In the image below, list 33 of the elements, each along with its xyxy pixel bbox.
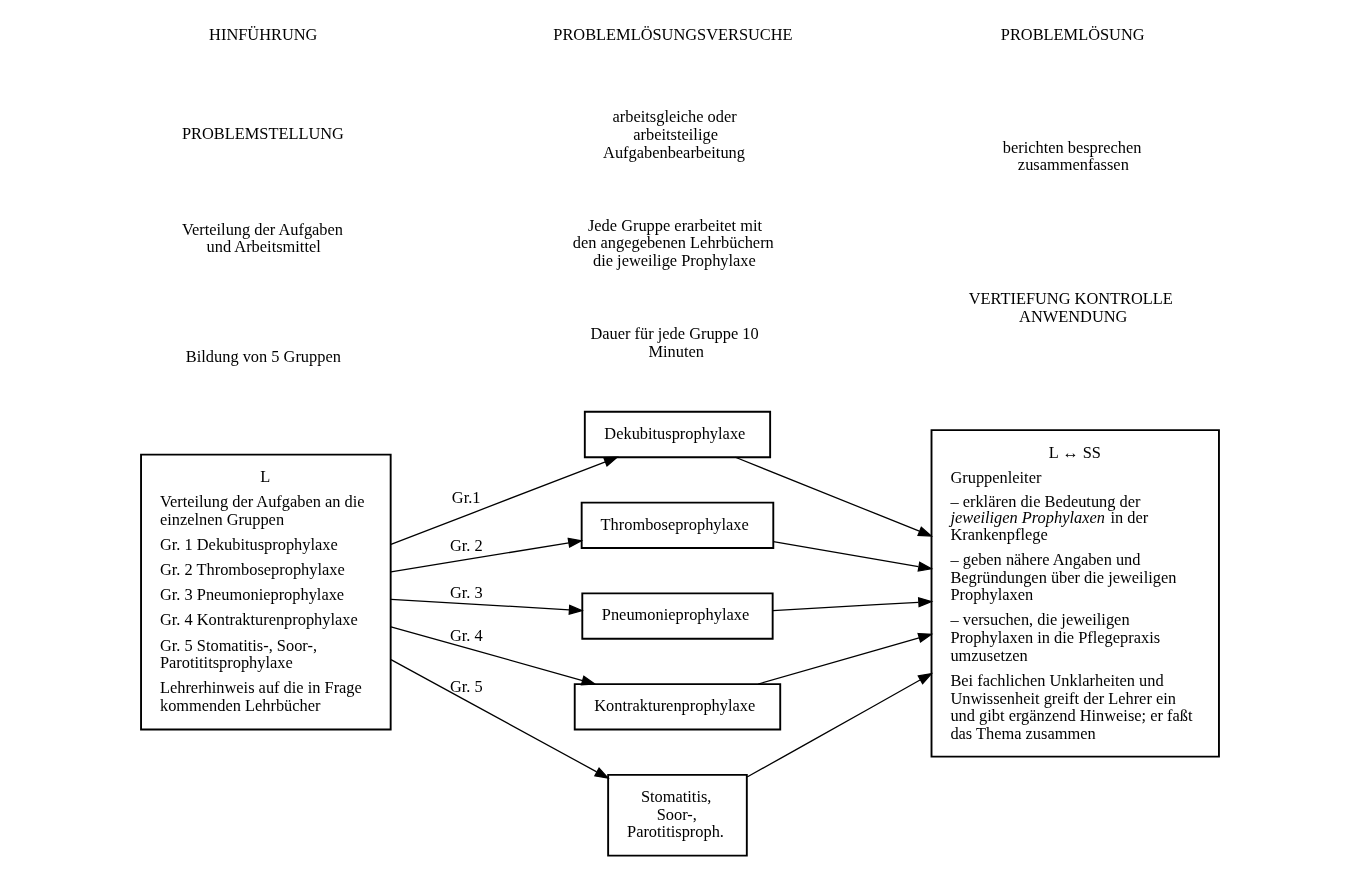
arrow: [772, 540, 934, 572]
arrow: [390, 659, 610, 779]
label: Dauer für jede Gruppe 10 Minuten: [590, 324, 759, 361]
node-box: Dekubitusprophylaxe: [583, 410, 772, 459]
label: HINFÜHRUNG: [209, 25, 318, 45]
arrow: [757, 632, 934, 685]
label: Verteilung der Aufgaben und Arbeitsmittel: [182, 219, 343, 257]
label: berichten besprechen zusammenfassen: [1002, 137, 1142, 175]
label: arbeitsgleiche oder arbeitsteilige Aufgabenbearbeitung: [603, 107, 745, 162]
label: VERTIEFUNG KONTROLLE ANWENDUNG: [968, 288, 1173, 326]
edge-label: Gr. 3: [449, 582, 483, 602]
arrow: [734, 456, 934, 537]
arrow: [390, 456, 619, 545]
arrow: [746, 672, 934, 778]
arrow: [772, 597, 934, 612]
node-box: Kontrakturenprophylaxe: [573, 683, 782, 731]
arrow: [390, 626, 597, 686]
node-box: Stomatitis, Soor-, Parotitisproph.: [607, 773, 748, 857]
node-box: Thromboseprophylaxe: [580, 501, 775, 549]
node-box: L ↔ SS Gruppenleiter – erklären die Bedeutung der jeweiligen Prophylaxen in der Krankenpflege – geben nähere Angaben und Begründungen über die jeweiligen Prophylaxen – versuchen, die jeweiligen Prophylaxen in die Pflegepraxis umzusetzen Bei fachlichen Unklarheiten und Unwissenheit greift der Lehrer ein und gibt ergänzend Hinweise; er faßt das Thema zusammen: [930, 429, 1220, 758]
label: PROBLEMSTELLUNG: [182, 123, 344, 143]
label: Jede Gruppe erarbeitet mit den angegebenen Lehrbüchern die jeweilige Prophylaxe: [572, 215, 774, 271]
arrow: [390, 598, 584, 616]
arrow: [390, 537, 584, 573]
node-box: L Verteilung der Aufgaben an die einzelnen Gruppen Gr. 1 Dekubitusprophylaxe Gr. 2 Thromboseprophylaxe Gr. 3 Pneumonieprophylaxe Gr. 4 Kontrakturenprophylaxe Gr. 5 Stomatitis-, Soor-, Parotititsprophylaxe Lehrerhinweis auf die in Frage kommenden Lehrbücher: [140, 453, 392, 731]
label: Bildung von 5 Gruppen: [185, 346, 341, 366]
edge-label: Gr. 5: [449, 677, 483, 697]
edge-label: Gr. 4: [449, 625, 483, 645]
node-box: Pneumonieprophylaxe: [581, 592, 774, 640]
edge-label: Gr.1: [451, 488, 481, 508]
edge-label: Gr. 2: [449, 535, 483, 555]
label: PROBLEMLÖSUNG: [1000, 25, 1145, 45]
label: PROBLEMLÖSUNGSVERSUCHE: [553, 25, 793, 45]
